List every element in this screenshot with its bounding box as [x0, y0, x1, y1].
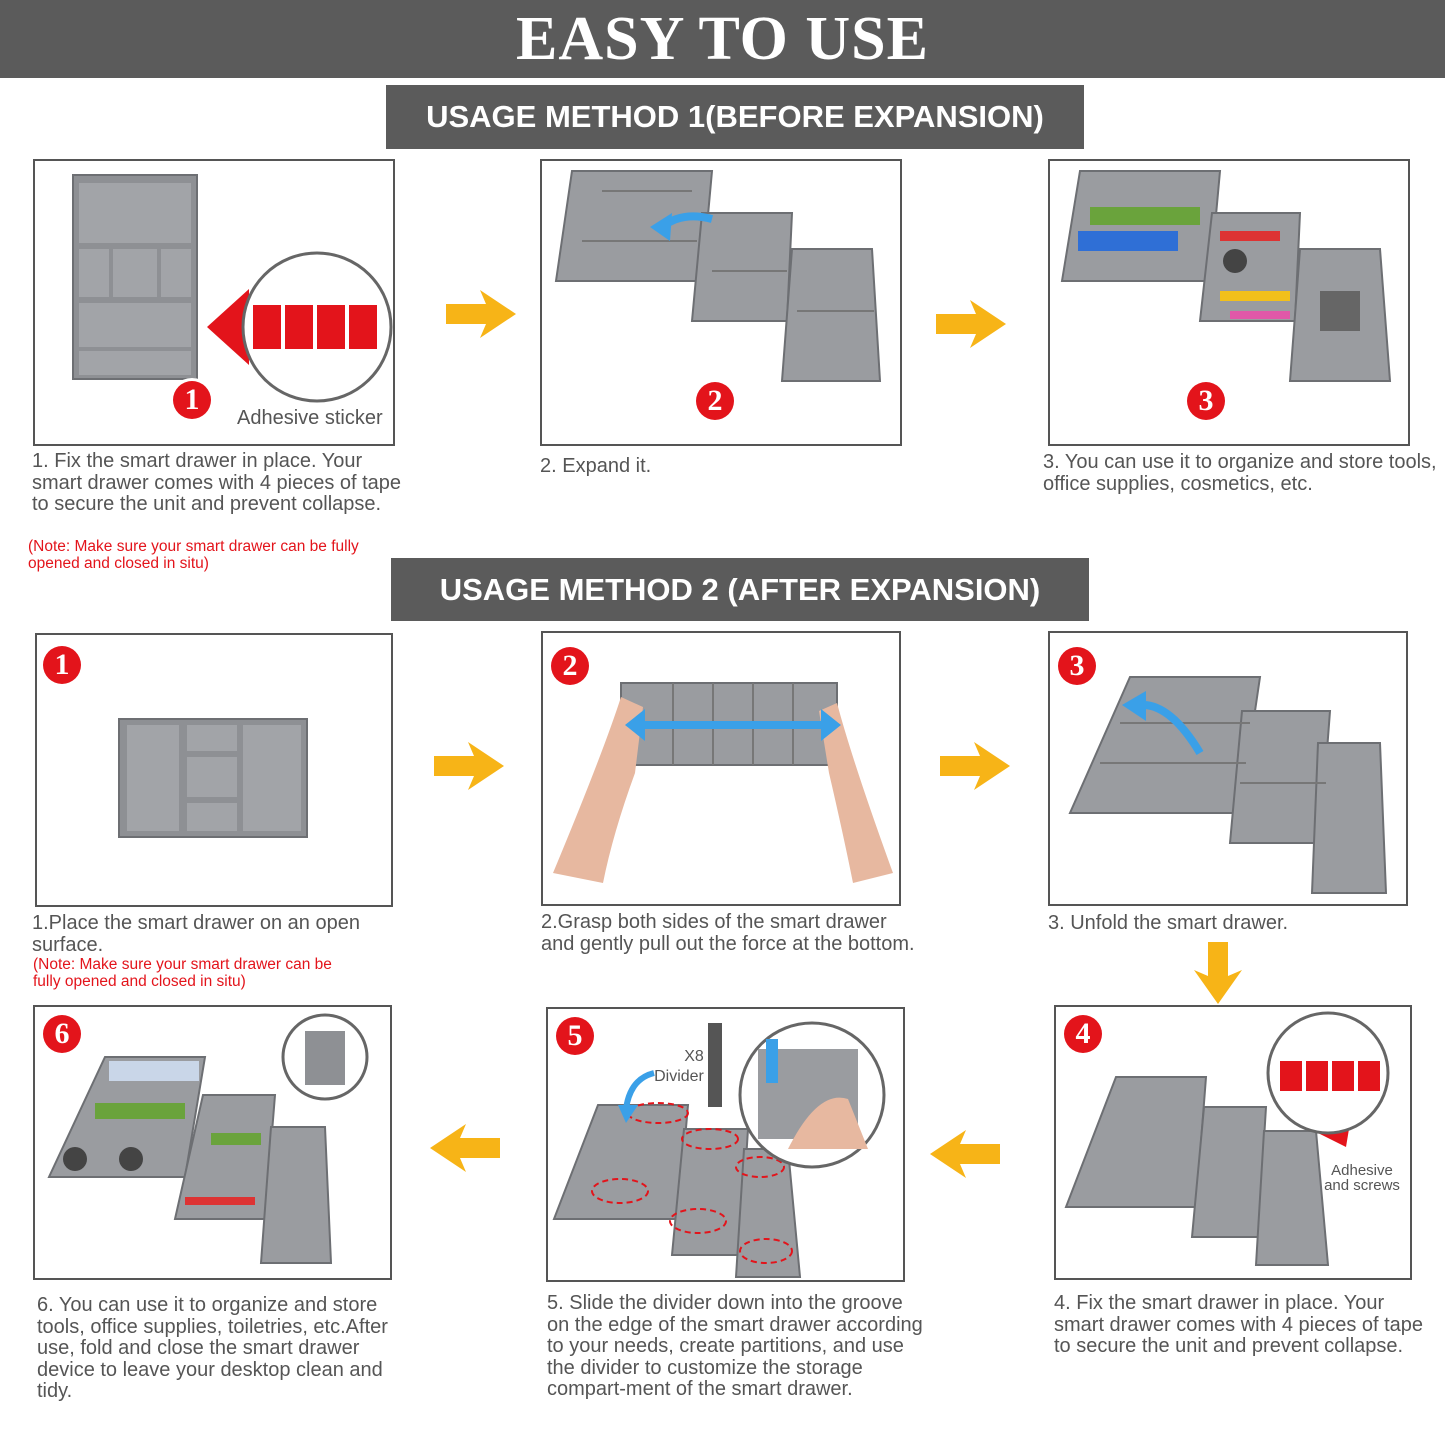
method1-step3-panel: 3 — [1048, 159, 1410, 446]
method2-step3-panel: 3 — [1048, 631, 1408, 906]
method1-step2-panel: 2 — [540, 159, 902, 446]
folded-drawer-illustration — [72, 174, 393, 403]
method1-step1-panel: 1 Adhesive sticker — [33, 159, 395, 446]
page-title: EASY TO USE — [515, 4, 930, 73]
method2-step2-panel: 2 — [541, 631, 901, 906]
step-badge: 4 — [1064, 1015, 1102, 1053]
step-badge: 6 — [43, 1015, 81, 1053]
adhesive-label: Adhesive — [1331, 1162, 1393, 1179]
method1-step3-caption: 3. You can use it to organize and store … — [1043, 451, 1437, 495]
method2-step4-panel: 4 Adhesive and screws — [1054, 1005, 1412, 1280]
adhesive-sticker-label: Adhesive sticker — [237, 407, 383, 429]
method2-step5-panel: 5 X8 Divider — [546, 1007, 905, 1282]
method1-step1-note: (Note: Make sure your smart drawer can b… — [28, 538, 359, 572]
right-arrow-icon — [936, 300, 1006, 348]
step-badge: 1 — [173, 381, 211, 419]
method1-step1-caption: 1. Fix the smart drawer in place. Your s… — [32, 450, 402, 515]
method2-step1-note: (Note: Make sure your smart drawer can b… — [33, 956, 332, 990]
fixed-drawer-illustration — [1064, 1011, 1390, 1266]
unfolded-drawer-illustration — [1068, 676, 1388, 894]
down-arrow-icon — [1194, 942, 1242, 1004]
divider-drawer-illustration — [552, 1021, 886, 1278]
method1-title-bar: USAGE METHOD 1(BEFORE EXPANSION) — [386, 85, 1084, 149]
expanding-drawer-illustration — [554, 170, 882, 382]
method2-title-bar: USAGE METHOD 2 (AFTER EXPANSION) — [391, 558, 1089, 621]
method2-step4-caption: 4. Fix the smart drawer in place. Your s… — [1054, 1292, 1424, 1357]
method2-step1-caption: 1.Place the smart drawer on an open surf… — [32, 912, 360, 956]
method2-step6-caption: 6. You can use it to organize and store … — [37, 1294, 388, 1402]
screws-label: and screws — [1324, 1177, 1400, 1194]
method1-title: USAGE METHOD 1(BEFORE EXPANSION) — [426, 99, 1044, 134]
right-arrow-icon — [434, 742, 504, 790]
method2-step1-panel: 1 — [35, 633, 393, 907]
header-banner: EASY TO USE — [0, 0, 1445, 78]
divider-count-label: X8 — [684, 1048, 704, 1065]
method2-step5-caption: 5. Slide the divider down into the groov… — [547, 1292, 923, 1400]
step-badge: 1 — [43, 646, 81, 684]
organized-drawer-illustration — [47, 1013, 369, 1264]
pull-drawer-illustration — [553, 682, 893, 883]
method2-step2-caption: 2.Grasp both sides of the smart drawer a… — [541, 911, 915, 955]
method2-title: USAGE METHOD 2 (AFTER EXPANSION) — [439, 571, 1041, 607]
method1-step2-caption: 2. Expand it. — [540, 455, 652, 477]
divider-label: Divider — [654, 1068, 704, 1085]
step-badge: 2 — [551, 647, 589, 685]
closed-drawer-illustration — [118, 718, 308, 838]
method2-step6-panel: 6 — [33, 1005, 392, 1280]
step-badge: 5 — [556, 1017, 594, 1055]
right-arrow-icon — [940, 742, 1010, 790]
step-badge: 2 — [696, 382, 734, 420]
step-badge: 3 — [1187, 382, 1225, 420]
filled-drawer-illustration — [1060, 170, 1392, 382]
right-arrow-icon — [446, 290, 516, 338]
left-arrow-icon — [430, 1124, 500, 1172]
method2-step3-caption: 3. Unfold the smart drawer. — [1048, 912, 1289, 934]
left-arrow-icon — [930, 1130, 1000, 1178]
step-badge: 3 — [1058, 647, 1096, 685]
